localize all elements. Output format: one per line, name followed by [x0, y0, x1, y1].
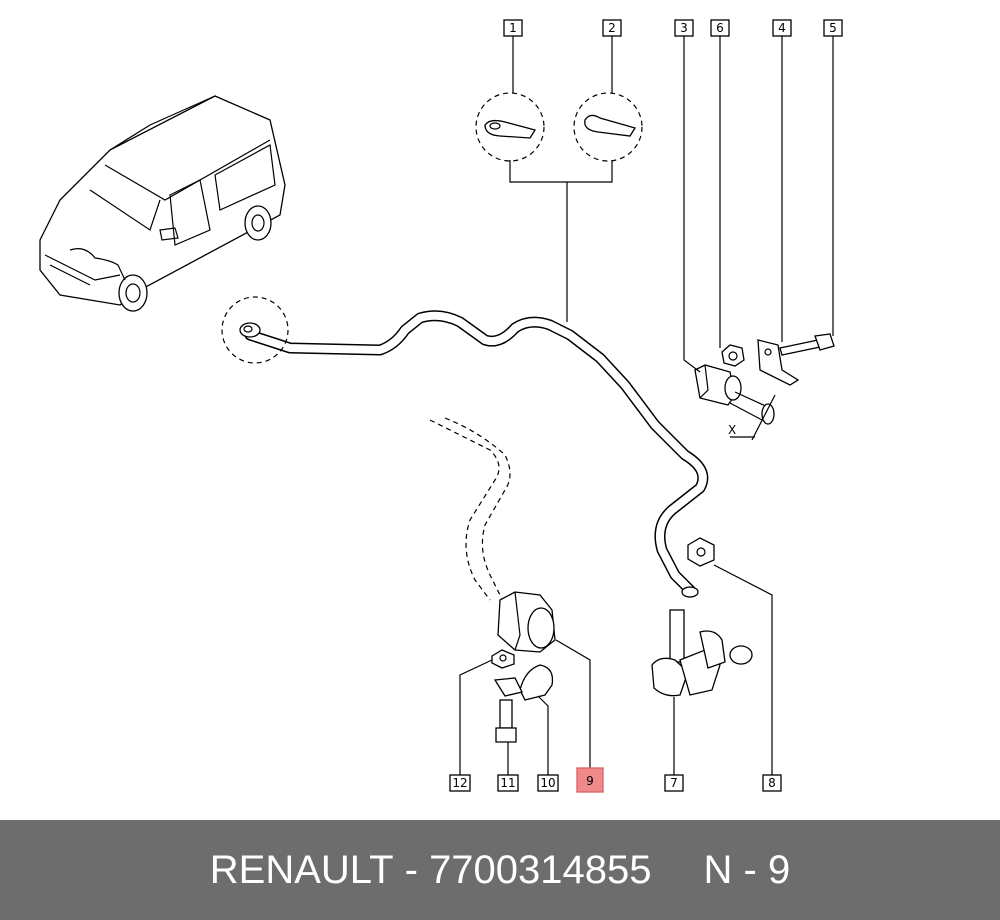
callout-2: 2: [602, 19, 622, 37]
svg-text:10: 10: [540, 776, 555, 790]
callout-11: 11: [497, 774, 519, 792]
detail-circle-2: [573, 92, 643, 162]
link-part-7: [651, 609, 753, 697]
nut-part-12: [491, 649, 515, 669]
bolt-part-11: [495, 699, 517, 743]
diagram-reference: N - 9: [703, 847, 791, 892]
nut-part-6: [721, 344, 745, 367]
callout-4: 4: [772, 19, 792, 37]
callout-3: 3: [674, 19, 694, 37]
svg-text:8: 8: [768, 776, 776, 790]
hidden-component-outline: [429, 417, 511, 601]
callout-9-highlighted[interactable]: 9: [576, 767, 604, 793]
parts-diagram: X: [39, 19, 843, 793]
callout-10: 10: [537, 774, 559, 792]
part-number: 7700314855: [429, 847, 652, 892]
svg-text:11: 11: [500, 776, 515, 790]
svg-text:6: 6: [716, 21, 724, 35]
bush-part-9: [497, 591, 556, 653]
part-caption-bar: RENAULT - 7700314855 N - 9: [0, 820, 1000, 920]
svg-text:2: 2: [608, 21, 616, 35]
svg-text:5: 5: [829, 21, 837, 35]
nut-part-8: [687, 537, 715, 567]
callout-6: 6: [710, 19, 730, 37]
svg-text:12: 12: [452, 776, 467, 790]
detail-bracket: [509, 160, 613, 322]
callout-8: 8: [762, 774, 782, 792]
bracket-part-4: [757, 339, 800, 386]
van-illustration: [39, 95, 286, 312]
callout-1: 1: [503, 19, 523, 37]
detail-circle-1: [475, 92, 545, 162]
leader-lines: [459, 36, 834, 775]
callout-7: 7: [664, 774, 684, 792]
clamp-part-10: [493, 664, 554, 701]
bush-part-3: [694, 364, 776, 441]
dimension-x-label: X: [728, 423, 736, 437]
svg-text:7: 7: [670, 776, 678, 790]
svg-text:4: 4: [778, 21, 786, 35]
svg-text:9: 9: [586, 774, 594, 788]
anti-roll-bar: [239, 310, 709, 598]
caption-separator: -: [393, 847, 430, 892]
callout-5: 5: [823, 19, 843, 37]
svg-text:1: 1: [509, 21, 517, 35]
bolt-part-5: [779, 333, 835, 356]
callout-12: 12: [449, 774, 471, 792]
bar-end-detail-circle: [221, 296, 289, 364]
brand-name: RENAULT: [209, 847, 394, 892]
svg-text:3: 3: [680, 21, 688, 35]
